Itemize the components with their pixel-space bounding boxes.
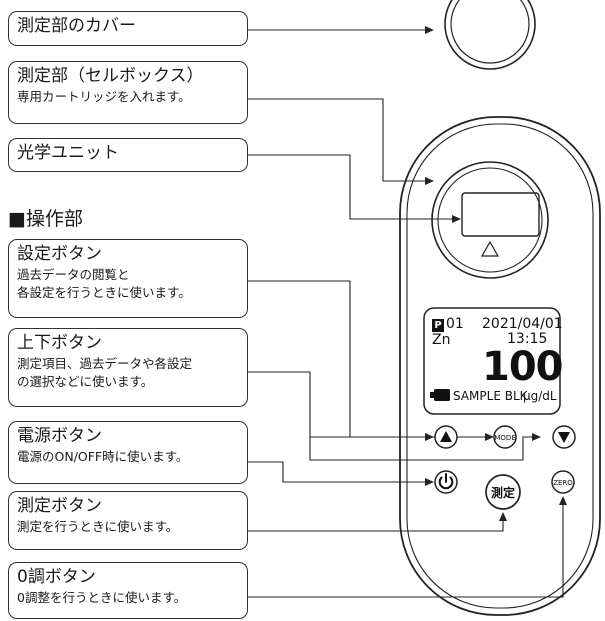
label-power-desc: 電源のON/OFF時に使います。 xyxy=(17,449,189,465)
label-updown-desc2: の選択などに使います。 xyxy=(17,373,154,389)
lcd-unit: µg/dL xyxy=(523,389,557,403)
label-power: 電源ボタン 電源のON/OFF時に使います。 xyxy=(8,421,248,484)
up-button[interactable] xyxy=(434,425,458,449)
label-settings-desc2: 各設定を行うときに使います。 xyxy=(17,284,191,300)
lcd-status: SAMPLE BLK xyxy=(453,389,528,403)
label-measure-title: 測定ボタン xyxy=(17,496,102,516)
zero-button[interactable]: ZERO xyxy=(551,470,575,494)
label-cover: 測定部のカバー xyxy=(8,11,248,46)
mode-button[interactable]: MODE xyxy=(493,425,517,449)
label-measure: 測定ボタン 測定を行うときに使います。 xyxy=(8,491,248,550)
zero-button-label: ZERO xyxy=(553,479,573,487)
down-button[interactable] xyxy=(552,425,576,449)
lcd-value: 100 xyxy=(482,344,563,390)
measure-button[interactable]: 測定 xyxy=(485,474,521,510)
label-optical: 光学ユニット xyxy=(8,138,248,172)
power-button[interactable] xyxy=(434,470,458,494)
lcd-time: 13:15 xyxy=(507,331,548,347)
label-updown-title: 上下ボタン xyxy=(17,333,102,353)
label-measure-desc: 測定を行うときに使います。 xyxy=(17,519,179,535)
label-optical-title: 光学ユニット xyxy=(17,143,119,163)
label-cover-title: 測定部のカバー xyxy=(17,16,136,36)
label-settings-title: 設定ボタン xyxy=(17,244,102,264)
section-title: ■操作部 xyxy=(8,208,83,230)
label-settings: 設定ボタン 過去データの閲覧と 各設定を行うときに使います。 xyxy=(8,239,248,318)
cell-box xyxy=(431,161,549,279)
label-settings-desc1: 過去データの閲覧と xyxy=(17,267,130,283)
label-zero: 0調ボタン 0調整を行うときに使います。 xyxy=(8,562,248,619)
memory-badge: P xyxy=(432,319,444,332)
device-body xyxy=(399,116,601,616)
label-cell-box: 測定部（セルボックス） 専用カートリッジを入れます。 xyxy=(8,61,248,124)
label-zero-desc: 0調整を行うときに使います。 xyxy=(17,590,187,606)
label-cell-title: 測定部（セルボックス） xyxy=(17,66,204,86)
label-updown: 上下ボタン 測定項目、過去データや各設定 の選択などに使います。 xyxy=(8,328,248,407)
measure-button-label: 測定 xyxy=(491,485,515,500)
label-zero-title: 0調ボタン xyxy=(17,567,96,587)
mode-button-label: MODE xyxy=(494,434,515,442)
cover-part xyxy=(444,0,536,70)
label-cell-desc: 専用カートリッジを入れます。 xyxy=(17,89,191,105)
battery-icon xyxy=(430,389,450,401)
lcd-date: 2021/04/01 xyxy=(482,316,563,332)
label-updown-desc1: 測定項目、過去データや各設定 xyxy=(17,356,193,372)
lcd-item: Zn xyxy=(432,332,451,348)
label-power-title: 電源ボタン xyxy=(17,426,102,446)
memory-number: 01 xyxy=(446,316,464,332)
lcd-frame xyxy=(423,307,561,415)
